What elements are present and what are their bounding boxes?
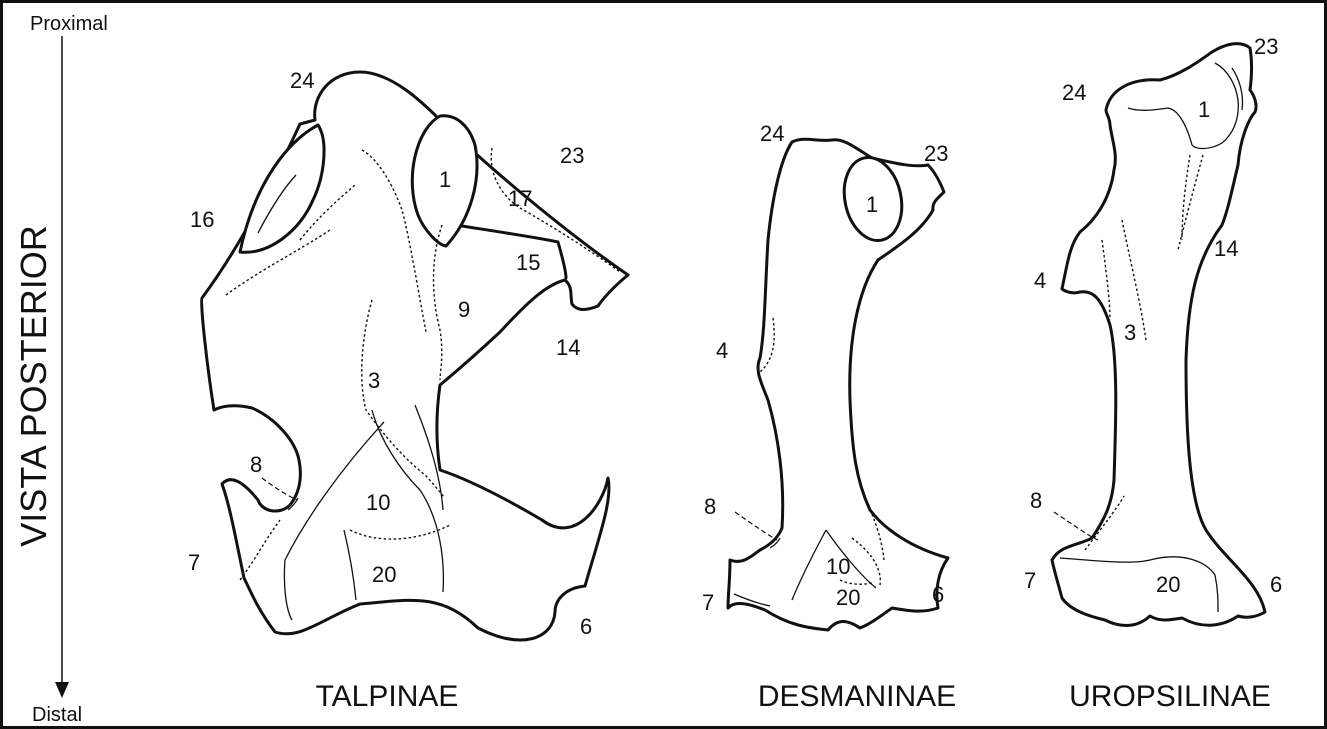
desmaninae-label-4: 4 [716, 338, 728, 363]
talpinae-label-24: 24 [290, 68, 314, 93]
axis-vertical-label: VISTA POSTERIOR [13, 225, 54, 546]
uropsilinae-label-4: 4 [1034, 268, 1046, 293]
desmaninae-label-6: 6 [932, 582, 944, 607]
talpinae-label-3: 3 [368, 368, 380, 393]
uropsilinae-label-14: 14 [1214, 236, 1238, 261]
desmaninae-label-8: 8 [704, 494, 716, 519]
uropsilinae-label-6: 6 [1270, 572, 1282, 597]
uropsilinae-label-24: 24 [1062, 80, 1086, 105]
axis-bottom-label: Distal [32, 704, 82, 726]
talpinae-label-8: 8 [250, 452, 262, 477]
talpinae-label-16: 16 [190, 207, 214, 232]
uropsilinae-label-3: 3 [1124, 320, 1136, 345]
talpinae-label-17: 17 [508, 186, 532, 211]
uropsilinae-label-23: 23 [1254, 34, 1278, 59]
talpinae-label-23: 23 [560, 143, 584, 168]
desmaninae-label-7: 7 [702, 590, 714, 615]
uropsilinae-outline [1052, 44, 1265, 626]
axis-top-label: Proximal [30, 13, 108, 35]
uropsilinae-humerus [1052, 44, 1265, 626]
talpinae-label-9: 9 [458, 297, 470, 322]
talpinae-group-title: TALPINAE [316, 680, 459, 713]
uropsilinae-label-7: 7 [1024, 568, 1036, 593]
talpinae-label-15: 15 [516, 250, 540, 275]
axis-arrow [55, 36, 69, 698]
desmaninae-label-24: 24 [760, 121, 784, 146]
desmaninae-label-1: 1 [866, 192, 878, 217]
uropsilinae-group-title: UROPSILINAE [1069, 680, 1271, 713]
talpinae-label-10: 10 [366, 490, 390, 515]
talpinae-label-7: 7 [188, 550, 200, 575]
talpinae-label-1: 1 [439, 167, 451, 192]
talpinae-label-14: 14 [556, 335, 580, 360]
desmaninae-label-10: 10 [826, 554, 850, 579]
arrow-head-icon [55, 682, 69, 698]
talpinae-label-6: 6 [580, 614, 592, 639]
uropsilinae-label-8: 8 [1030, 488, 1042, 513]
talpinae-label-20: 20 [372, 562, 396, 587]
uropsilinae-label-20: 20 [1156, 572, 1180, 597]
uropsilinae-label-1: 1 [1198, 97, 1210, 122]
desmaninae-label-23: 23 [924, 141, 948, 166]
desmaninae-label-20: 20 [836, 585, 860, 610]
desmaninae-group-title: DESMANINAE [758, 680, 956, 713]
